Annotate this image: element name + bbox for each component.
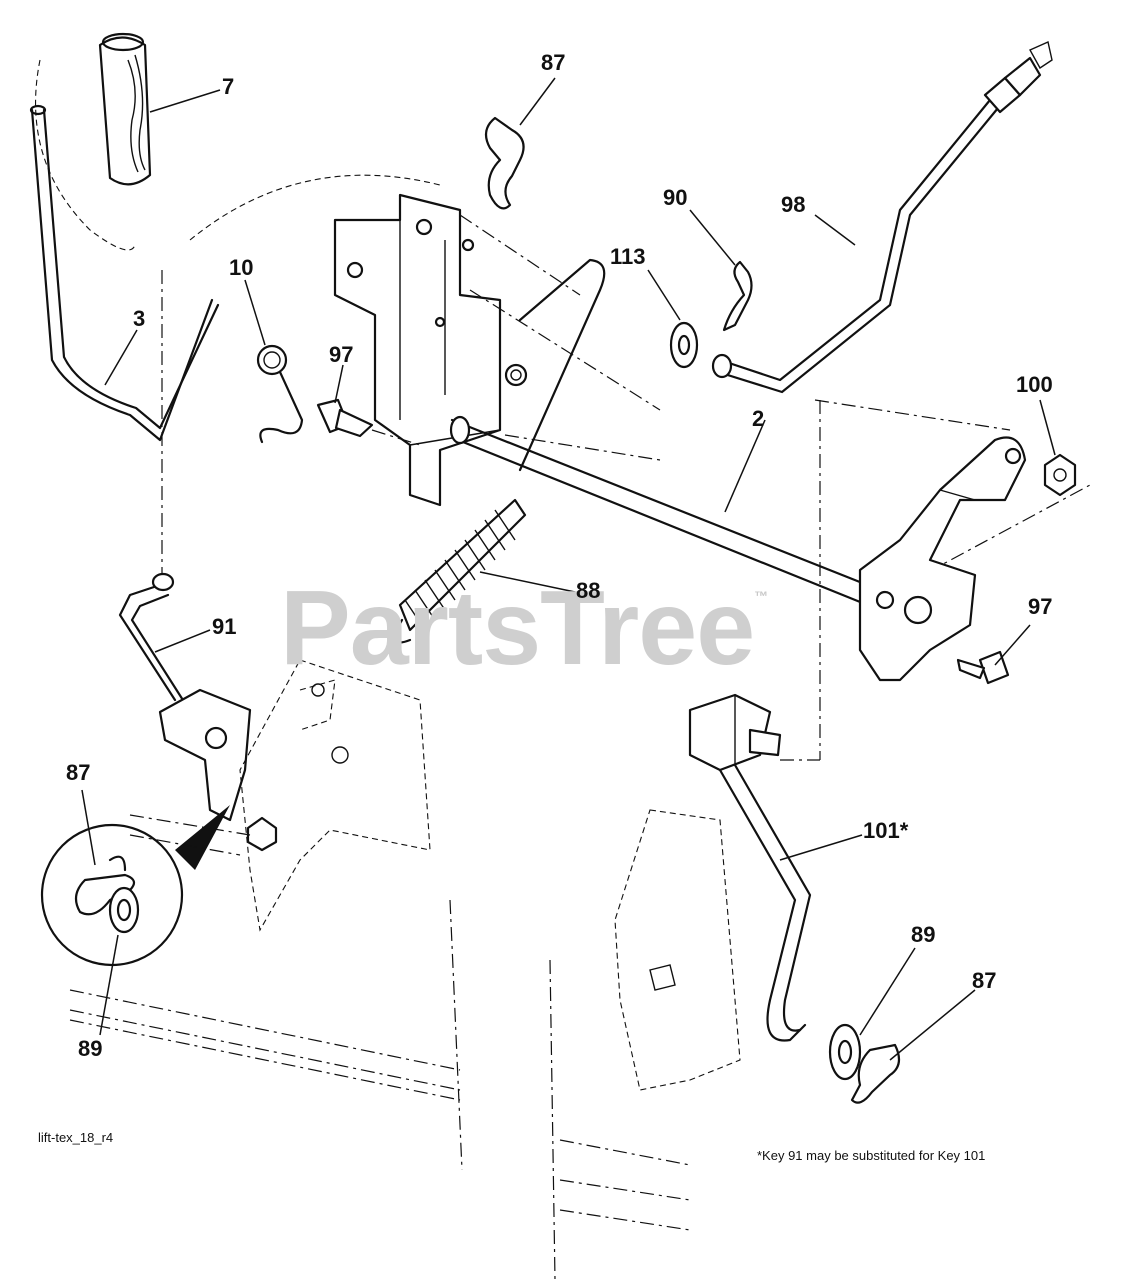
part-97-left-bolt [316,398,421,446]
pivot-bracket [333,193,502,507]
label-part-98: 98 [781,192,806,217]
label-part-97-left: 97 [329,342,354,367]
label-part-88: 88 [576,578,601,603]
part-90-hairpin [722,260,753,332]
watermark: PartsTree™ [280,575,768,681]
part-113-washer [669,321,699,369]
part-97-right-bolt [956,650,1010,685]
part-87-top-hairpin-clip [484,116,525,210]
footnote: *Key 91 may be substituted for Key 101 [757,1148,986,1163]
label-part-101: 101* [863,818,909,843]
part-100-nut [1043,453,1077,497]
left-deck-bracket [239,659,431,932]
part-101-link-rod [688,693,812,1042]
label-part-97-right: 97 [1028,594,1053,619]
label-part-87-right: 87 [972,968,997,993]
watermark-trademark: ™ [754,588,768,604]
part-10-torsion-spring [256,344,304,444]
watermark-text: PartsTree [280,569,755,687]
label-part-90: 90 [663,185,688,210]
label-part-113: 113 [610,244,646,269]
label-part-89-left: 89 [78,1036,103,1061]
label-part-87-left: 87 [66,760,91,785]
label-part-100: 100 [1016,372,1053,397]
right-lift-arm [858,436,1027,682]
label-part-3: 3 [133,306,146,331]
part-91-link-rod [118,270,190,710]
deck-outline [69,214,1011,1231]
label-part-10: 10 [229,255,254,280]
label-part-91: 91 [212,614,237,639]
label-part-87-top: 87 [541,50,566,75]
label-part-2: 2 [752,406,765,431]
label-part-7: 7 [222,74,235,99]
spring-hook-rod [504,258,606,472]
leader-lines [81,77,1056,1061]
left-lift-arm [158,688,278,852]
part-87-right-hairpin [850,1043,901,1104]
part-98-rod [711,41,1053,394]
detail-inset [40,805,230,967]
part-89-right-washer [828,1023,862,1081]
part-3-lift-handle [29,59,441,442]
part-7-handle-grip [98,32,152,186]
right-deck-bracket [549,809,741,1281]
part-88-tension-spring [394,498,527,644]
drawing-id: lift-tex_18_r4 [38,1130,114,1145]
label-part-89-right: 89 [911,922,936,947]
